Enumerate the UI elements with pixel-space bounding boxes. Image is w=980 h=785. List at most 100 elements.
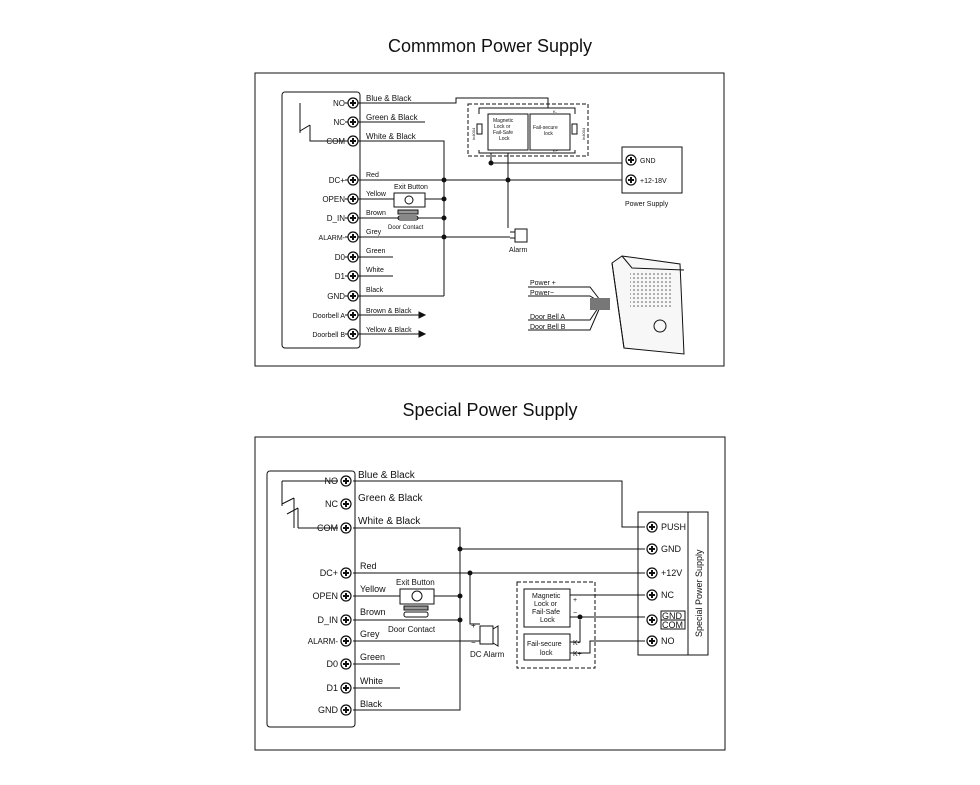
terminal-d1: D1 <box>326 683 338 693</box>
alarm-label: Alarm <box>509 247 527 254</box>
doorbell-wire-label: Power + <box>530 280 556 287</box>
doorbell-wire-label: Door Bell A <box>530 314 565 321</box>
wire-label: Black <box>360 699 383 709</box>
diode-label: In4004 <box>581 127 586 140</box>
diagram1-lock-box <box>467 103 589 157</box>
lock-minus-label: − <box>573 610 577 617</box>
ps-terminal: COM <box>662 620 683 630</box>
special-ps-label: Special Power Supply <box>694 549 704 637</box>
lock-text: lock <box>544 131 553 137</box>
terminal-doorbell-b: Doorbell B <box>312 332 345 339</box>
terminal-no: NO <box>325 476 339 486</box>
exit-button-label: Exit Button <box>394 184 428 191</box>
wire-label: White <box>366 267 384 274</box>
terminal-d-in: D_IN <box>327 214 345 223</box>
terminal-com: COM <box>326 137 345 146</box>
diagram1 <box>254 72 725 367</box>
diagram1-door-contact <box>397 215 419 221</box>
wire-label: Green & Black <box>366 113 419 122</box>
wire-label: White <box>360 676 383 686</box>
wire-label: Grey <box>366 229 382 236</box>
wire-label: Green <box>360 652 385 662</box>
terminal-com: COM <box>317 523 338 533</box>
lock-plus-label: + <box>573 597 577 604</box>
lock-text: Fail-secure <box>527 641 562 648</box>
wire-label: Grey <box>360 629 380 639</box>
wire-label: White & Black <box>366 132 417 141</box>
diagram1-relay-switch <box>299 103 345 142</box>
wire-label: Blue & Black <box>366 94 412 103</box>
diagram2-title: Special Power Supply <box>402 400 578 420</box>
diagram1-power-supply <box>621 146 683 194</box>
terminal-gnd: GND <box>327 292 345 301</box>
diagram2-controller <box>266 470 356 728</box>
exit-button-label: Exit Button <box>396 578 435 587</box>
wire-label: Blue & Black <box>358 470 416 481</box>
terminal-alarm: ALARM- <box>308 637 339 646</box>
lock-text: Lock or <box>534 601 558 608</box>
terminal-d0: D0 <box>326 659 338 669</box>
lock-text: Fail-secure <box>533 125 558 131</box>
ps-label: Power Supply <box>625 201 669 208</box>
terminal-d0: D0 <box>335 253 346 262</box>
wire-label: Red <box>366 172 379 179</box>
diagram1-exit-button <box>393 192 426 208</box>
terminal-nc: NC <box>333 118 345 127</box>
wire-label: Green & Black <box>358 493 423 504</box>
lock-text: Fail-Safe <box>532 609 560 616</box>
lock-text: Magnetic <box>532 593 561 600</box>
dc-alarm-label: DC Alarm <box>470 650 505 659</box>
ps-terminal: NC <box>661 590 674 600</box>
terminal-nc: NC <box>325 499 338 509</box>
ps-terminal: PUSH <box>661 522 686 532</box>
ps-terminal: GND <box>662 611 683 621</box>
diagram1-alarm <box>514 228 528 243</box>
wire-label: Yellow <box>360 584 386 594</box>
doorbell-icon <box>653 319 667 333</box>
k-plus-label: K+ <box>553 148 559 153</box>
terminal-no: NO <box>333 99 345 108</box>
terminal-open: OPEN <box>312 591 338 601</box>
diagram2-relay-switch <box>281 480 338 529</box>
doorbell-wire-label: Door Bell B <box>530 324 566 331</box>
wire-label: Brown <box>366 210 386 217</box>
diode-label: In4004 <box>471 127 476 140</box>
k-minus-label: K- <box>553 109 558 114</box>
ps-terminal: GND <box>661 544 682 554</box>
lock-text: Fail-Safe <box>493 130 513 136</box>
terminal-d-in: D_IN <box>317 615 338 625</box>
diagram2 <box>254 436 726 751</box>
k-plus-label: K+ <box>573 651 582 658</box>
ps-terminal: +12V <box>661 568 682 578</box>
diagram2-lock-box <box>516 581 596 669</box>
terminal-open: OPEN <box>322 195 345 204</box>
wire-label: Brown <box>360 607 386 617</box>
terminal-d1: D1 <box>335 272 346 281</box>
ps-v-label: +12-18V <box>640 178 667 185</box>
diagram1-controller <box>281 91 361 349</box>
alarm-plus-label: + <box>471 621 476 630</box>
wire-label: Yellow <box>366 191 387 198</box>
wire-label: White & Black <box>358 516 421 527</box>
door-contact-label: Door Contact <box>388 225 424 231</box>
terminal-dc-plus: DC+ <box>320 568 338 578</box>
lock-text: Lock or <box>494 124 511 130</box>
door-contact-label: Door Contact <box>388 625 436 634</box>
diagram1-title: Commmon Power Supply <box>387 36 593 56</box>
wire-label: Red <box>360 561 377 571</box>
diagram2-dc-alarm <box>479 625 494 645</box>
ps-gnd-label: GND <box>640 158 656 165</box>
wire-label: Yellow & Black <box>366 327 412 334</box>
diagram2-exit-button <box>399 588 435 605</box>
doorbell-wire-label: Power− <box>530 290 554 297</box>
lock-text: Lock <box>499 136 510 142</box>
lock-text: Lock <box>540 617 555 624</box>
diagram2-frame <box>254 436 726 751</box>
wire-label: Brown & Black <box>366 308 412 315</box>
wire-label: Green <box>366 248 386 255</box>
diagram2-door-contact <box>403 611 429 618</box>
k-minus-label: K- <box>573 640 581 647</box>
lock-text: Magnetic <box>493 118 514 124</box>
terminal-alarm: ALARM- <box>319 235 346 242</box>
